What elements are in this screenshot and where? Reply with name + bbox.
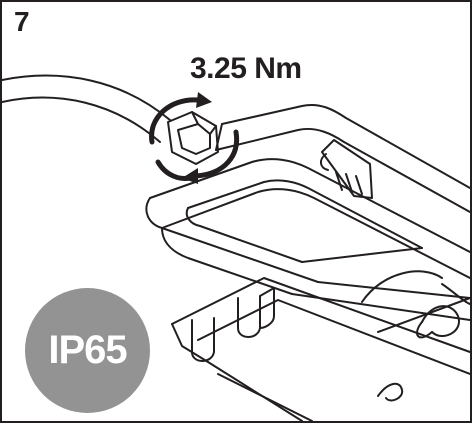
power-cable — [2, 74, 171, 143]
ip-rating-badge: IP65 — [25, 288, 150, 413]
cable-gland — [167, 111, 219, 165]
torque-value-label: 3.25 Nm — [190, 52, 302, 85]
step-number: 7 — [14, 6, 30, 37]
housing-clip — [320, 139, 373, 199]
ip-rating-text: IP65 — [48, 328, 127, 372]
housing-lid — [145, 104, 470, 321]
diffuser-tray — [171, 277, 470, 421]
torque-arrowheads — [182, 92, 212, 184]
torque-rotation-icon — [149, 97, 240, 181]
tray-marking — [377, 382, 404, 402]
internal-component — [361, 270, 470, 339]
